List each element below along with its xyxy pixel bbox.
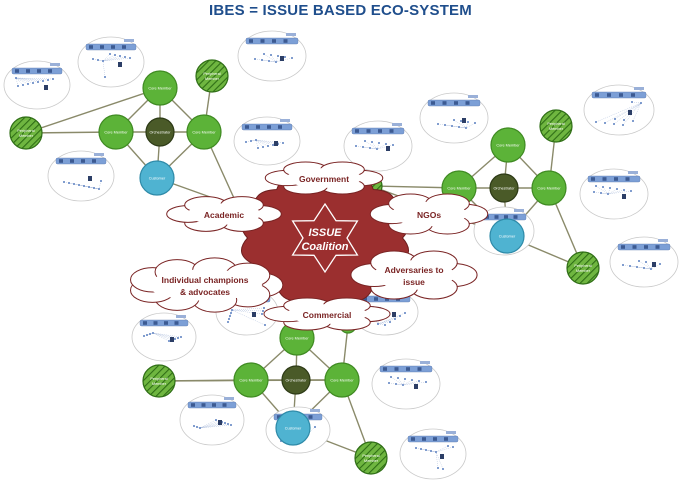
mini-network-thumbnail [3, 60, 71, 110]
customer-node: Customer [139, 160, 175, 196]
core-node: Core Member [531, 170, 567, 206]
peripheral-label: Peripheral [362, 454, 379, 458]
peripheral-label: Peripheral [17, 129, 34, 133]
peripheral-label: Member [549, 127, 564, 131]
mini-network-thumbnail [399, 428, 467, 480]
mini-network-thumbnail [179, 394, 245, 446]
core-node: Core Member [142, 70, 178, 106]
core-label: Core Member [447, 187, 471, 191]
core-label: Core Member [537, 187, 561, 191]
ngos-label: NGOs [417, 210, 441, 220]
mini-network-thumbnail [343, 120, 413, 172]
orchestrator-node: Orchestrator [489, 173, 519, 203]
academic-label: Academic [204, 210, 244, 220]
government-label: Government [299, 174, 349, 184]
orchestrator-label: Orchestrator [149, 131, 171, 135]
thumbnails-layer [3, 30, 679, 480]
commercial-cloud: Commercial [263, 297, 391, 331]
ngos-cloud: NGOs [369, 193, 489, 235]
core-node: Core Member [98, 114, 134, 150]
core-label: Core Member [148, 87, 172, 91]
mini-network-thumbnail [237, 30, 307, 82]
mini-network-thumbnail [583, 84, 655, 136]
page-title: IBES = ISSUE BASED ECO-SYSTEM [209, 2, 472, 19]
orchestrator-label: Orchestrator [285, 379, 307, 383]
core-label: Core Member [496, 144, 520, 148]
academic-cloud: Academic [166, 196, 282, 232]
peripheral-label: Peripheral [574, 264, 591, 268]
individual-champions-label: & advocates [180, 287, 230, 297]
issue-star-shape [291, 202, 359, 274]
core-label: Core Member [285, 337, 309, 341]
customer-node: Customer [489, 218, 525, 254]
issue-title: ISSUE [308, 227, 342, 239]
core-node: Core Member [490, 127, 526, 163]
adversaries-cloud: Adversaries to issue [350, 250, 478, 300]
peripheral-label: Member [576, 269, 591, 273]
orchestrator-node: Orchestrator [145, 117, 175, 147]
commercial-label: Commercial [303, 310, 352, 320]
mini-network-thumbnail [131, 312, 197, 362]
adversaries-label: issue [403, 277, 425, 287]
core-label: Core Member [330, 379, 354, 383]
orchestrator-node: Orchestrator [281, 365, 311, 395]
peripheral-label: Peripheral [547, 122, 564, 126]
peripheral-label: Member [364, 459, 379, 463]
peripheral-label: Member [152, 382, 167, 386]
mini-network-thumbnail [233, 116, 301, 166]
customer-label: Customer [499, 235, 516, 239]
core-node: Core Member [233, 362, 269, 398]
customer-node: Customer [275, 410, 311, 446]
mini-network-thumbnail [77, 36, 145, 88]
coalition-title: Coalition [301, 241, 348, 253]
core-label: Core Member [239, 379, 263, 383]
peripheral-label: Peripheral [150, 377, 167, 381]
mini-network-thumbnail [47, 150, 115, 202]
individual-champions-cloud: Individual champions & advocates [130, 257, 284, 313]
peripheral-label: Peripheral [203, 72, 220, 76]
mini-network-thumbnail [609, 236, 679, 288]
peripheral-label: Member [19, 134, 34, 138]
mini-network-thumbnail [579, 168, 649, 220]
core-label: Core Member [104, 131, 128, 135]
orchestrator-label: Orchestrator [493, 187, 515, 191]
core-node: Core Member [186, 114, 222, 150]
mini-network-thumbnail [419, 92, 489, 144]
adversaries-label: Adversaries to [384, 265, 443, 275]
government-cloud: Government [264, 161, 384, 195]
core-node: Core Member [324, 362, 360, 398]
peripheral-label: Member [205, 77, 220, 81]
core-label: Core Member [192, 131, 216, 135]
customer-label: Customer [285, 427, 302, 431]
connector-line [25, 87, 161, 134]
customer-label: Customer [149, 177, 166, 181]
mini-network-thumbnail [371, 358, 441, 410]
individual-champions-label: Individual champions [162, 275, 249, 285]
